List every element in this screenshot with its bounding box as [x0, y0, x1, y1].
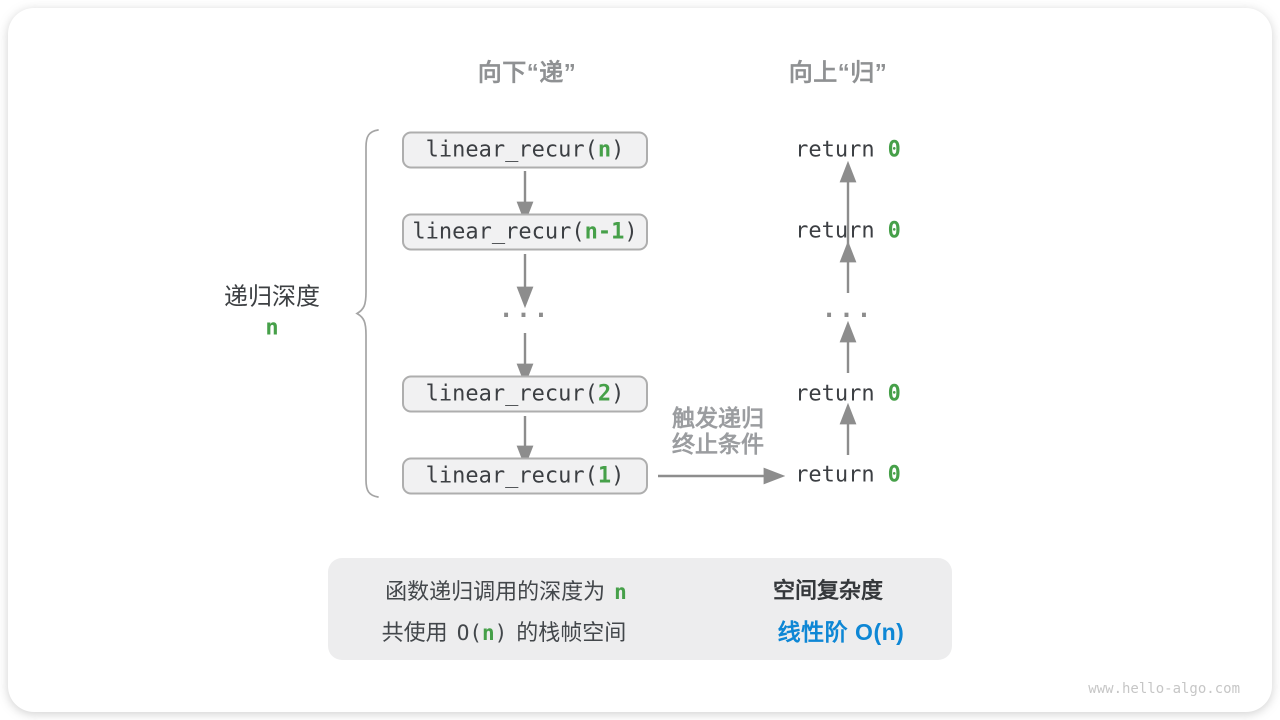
call-frame-arg: n: [597, 137, 612, 163]
call-frame-fn: linear_recur(: [425, 137, 598, 163]
call-frame-arg: 1: [597, 463, 612, 489]
header-descend: 向下“递”: [477, 59, 577, 87]
return-statement-2: return 0: [795, 219, 901, 244]
call-frame-arg: 2: [597, 381, 612, 407]
summary-depth-line: 函数递归调用的深度为 n: [385, 574, 627, 606]
return-keyword: return: [795, 462, 875, 488]
depth-value: n: [265, 315, 279, 341]
call-frame-close: ): [611, 137, 625, 163]
call-frame-fn: linear_recur(: [425, 381, 598, 407]
ellipsis-ascend: ...: [821, 295, 875, 323]
return-statement-3: return 0: [795, 382, 901, 407]
return-keyword: return: [795, 381, 875, 407]
return-keyword: return: [795, 218, 875, 244]
summary-depth-value: n: [614, 580, 627, 604]
header-ascend: 向上“归”: [788, 59, 888, 87]
call-frame-fn: linear_recur(: [412, 219, 585, 245]
return-value: 0: [887, 137, 901, 163]
complexity-value: 线性阶 O(n): [777, 619, 905, 645]
summary-panel: [328, 558, 952, 660]
summary-space-n: n: [481, 621, 495, 645]
call-frame-close: ): [611, 381, 625, 407]
call-frame-n: linear_recur(n): [402, 131, 648, 169]
call-frame-n-1: linear_recur(n-1): [402, 213, 648, 251]
return-statement-1: return 0: [795, 138, 901, 163]
summary-depth-text: 函数递归调用的深度为: [385, 579, 606, 604]
summary-space-line: 共使用 O(n) 的栈帧空间: [382, 615, 627, 647]
return-value: 0: [887, 381, 901, 407]
return-value: 0: [887, 218, 901, 244]
watermark-url: www.hello-algo.com: [1088, 681, 1240, 697]
return-keyword: return: [795, 137, 875, 163]
return-statement-4: return 0: [795, 463, 901, 488]
termination-label-line2: 终止条件: [672, 431, 764, 457]
depth-label: 递归深度: [224, 283, 320, 311]
call-frame-2: linear_recur(2): [402, 375, 648, 413]
summary-space-o: O(: [456, 621, 482, 645]
summary-space-suffix: 的栈帧空间: [516, 620, 627, 645]
call-frame-close: ): [624, 219, 638, 245]
summary-space-close: ): [494, 621, 508, 645]
return-value: 0: [887, 462, 901, 488]
call-frame-close: ): [611, 463, 625, 489]
call-frame-fn: linear_recur(: [425, 463, 598, 489]
termination-label: 触发递归 终止条件: [672, 405, 764, 457]
summary-space-prefix: 共使用: [381, 620, 448, 645]
call-frame-1: linear_recur(1): [402, 457, 648, 495]
complexity-title: 空间复杂度: [772, 578, 884, 603]
ellipsis-descend: ...: [498, 295, 552, 323]
termination-label-line1: 触发递归: [672, 405, 764, 431]
call-frame-arg: n-1: [584, 219, 625, 245]
